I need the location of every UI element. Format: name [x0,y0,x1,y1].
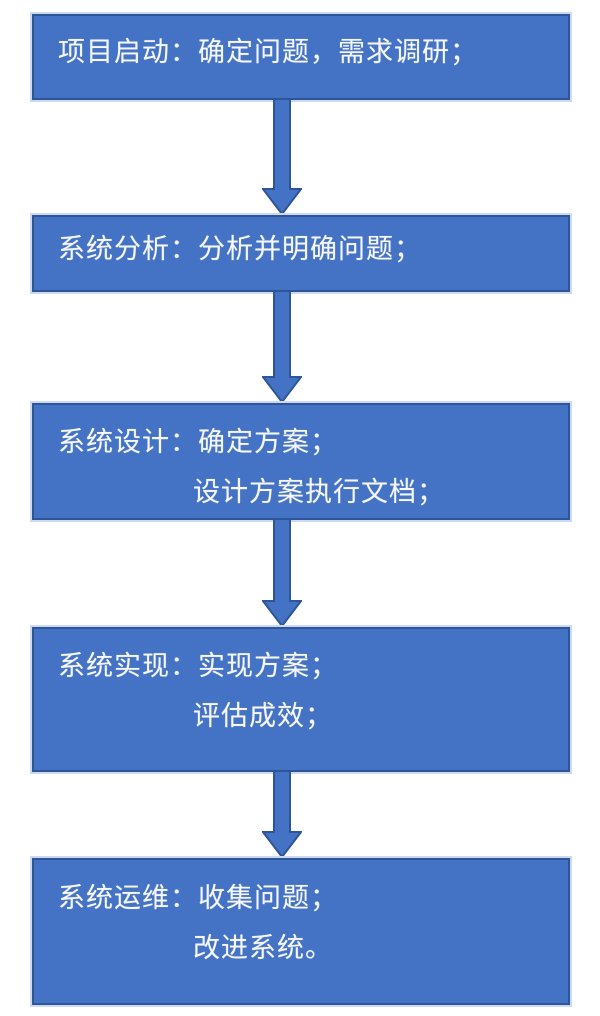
down-arrow-icon [262,520,302,627]
step-text-line: 系统分析：分析并明确问题； [58,233,422,264]
down-arrow-icon [262,292,302,403]
step-text-line: 项目启动：确定问题，需求调研； [58,37,478,67]
flow-step-system-design: 系统设计：确定方案； 设计方案执行文档； [32,403,570,520]
flow-step-project-start: 项目启动：确定问题，需求调研； [32,14,570,100]
flow-step-system-implementation: 系统实现：实现方案； 评估成效； [32,627,570,772]
step-text-line: 系统实现：实现方案； [58,651,338,681]
down-arrow-icon [262,100,302,215]
step-text-line: 改进系统。 [193,933,333,963]
step-text-line: 设计方案执行文档； [193,477,445,507]
flow-step-system-operations: 系统运维：收集问题； 改进系统。 [32,858,570,1005]
flow-step-system-analysis: 系统分析：分析并明确问题； [32,215,570,292]
step-text-line: 评估成效； [193,701,333,731]
step-text-line: 系统运维：收集问题； [58,883,338,913]
down-arrow-icon [262,772,302,858]
step-text-line: 系统设计：确定方案； [58,427,338,457]
